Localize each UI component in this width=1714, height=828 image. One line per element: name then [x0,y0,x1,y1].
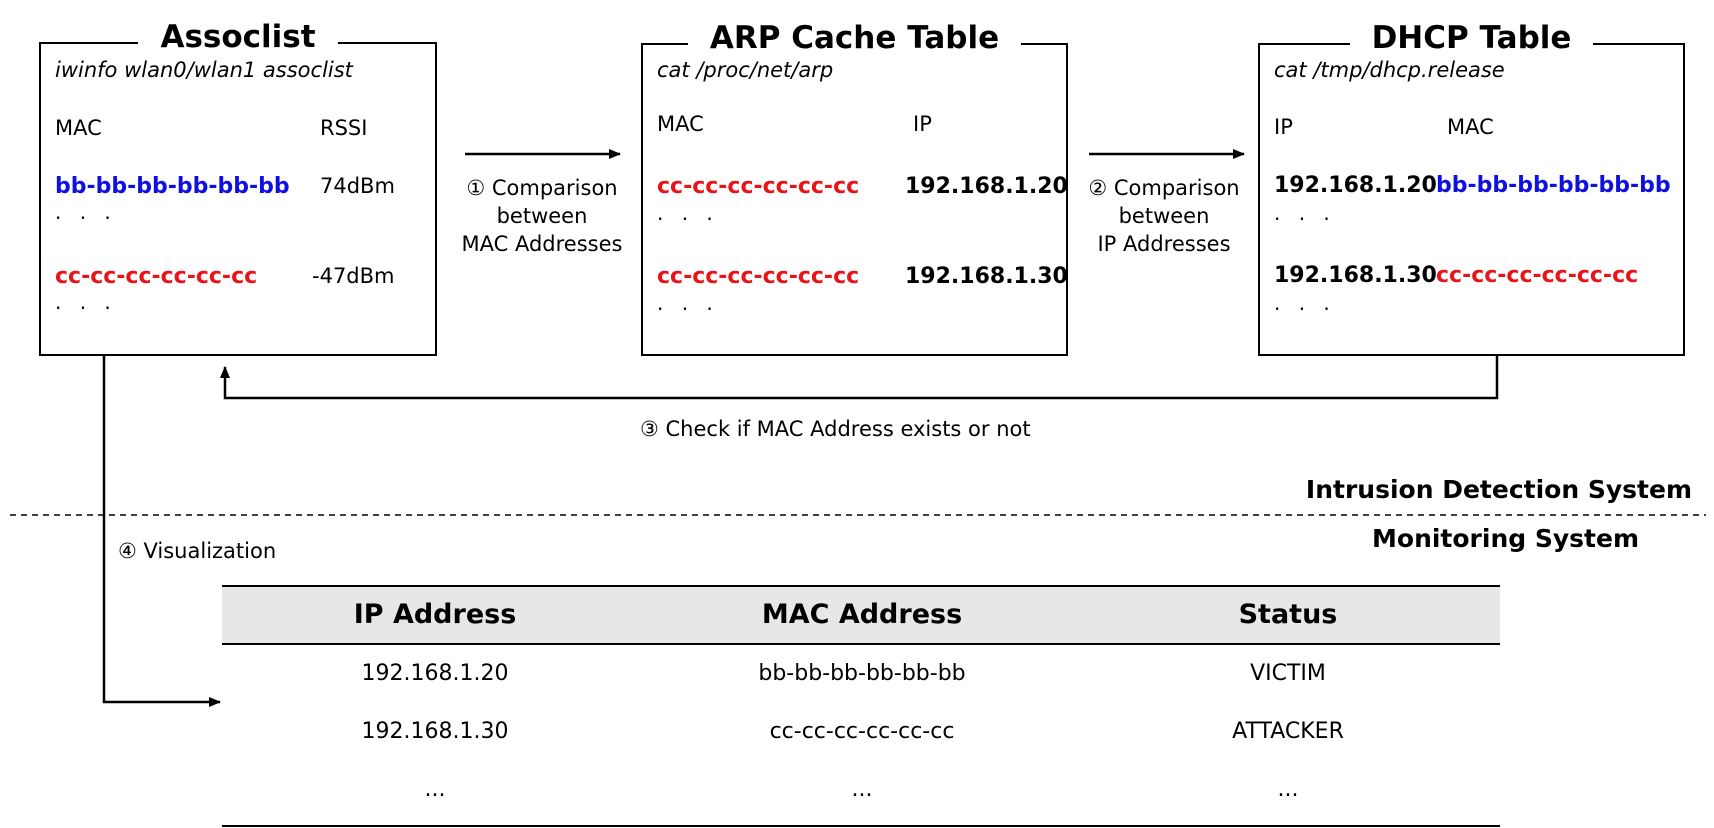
row2-ip: 192.168.1.30 [361,719,509,744]
table-row: 192.168.1.20 bb-bb-bb-bb-bb-bb VICTIM [222,645,1500,703]
dhcp-col-mac: MAC [1447,115,1494,139]
step2-line3: IP Addresses [1097,232,1231,256]
step1-line3: MAC Addresses [461,232,623,256]
monitoring-table: IP Address MAC Address Status 192.168.1.… [222,585,1500,827]
dhcp-title-wrap: DHCP Table [1260,20,1683,56]
header-status: Status [1238,599,1338,630]
assoclist-col-mac: MAC [55,116,102,140]
ids-label: Intrusion Detection System [1305,475,1692,504]
step3-label: ③ Check if MAC Address exists or not [640,417,1031,441]
header-mac-address: MAC Address [761,599,963,630]
dhcp-row2-mac: cc-cc-cc-cc-cc-cc [1436,263,1639,288]
header-ip-address: IP Address [353,599,517,630]
table-row: 192.168.1.30 cc-cc-cc-cc-cc-cc ATTACKER [222,703,1500,761]
dhcp-row2-ip: 192.168.1.30 [1274,263,1437,288]
row1-mac: bb-bb-bb-bb-bb-bb [758,661,966,686]
arp-ellipsis-1: · · · [657,207,719,231]
step2-line2: between [1118,204,1210,228]
dhcp-command: cat /tmp/dhcp.release [1274,58,1505,82]
step2-line1: ② Comparison [1088,176,1240,200]
arp-col-ip: IP [913,112,932,136]
arp-title: ARP Cache Table [687,20,1022,56]
arrow-assoclist-to-table [102,355,221,707]
dhcp-row1-ip: 192.168.1.20 [1274,173,1437,198]
arp-ellipsis-2: · · · [657,297,719,321]
assoclist-row2-mac: cc-cc-cc-cc-cc-cc [55,264,258,289]
step1-line2: between [496,204,588,228]
arp-row2-ip: 192.168.1.30 [905,264,1068,289]
assoclist-ellipsis-2: · · · [55,296,117,320]
assoclist-row1-mac: bb-bb-bb-bb-bb-bb [55,174,290,199]
arp-title-wrap: ARP Cache Table [643,20,1066,56]
row3-ip: ... [424,777,446,802]
assoclist-title-wrap: Assoclist [41,19,435,55]
arrow-dhcp-back-to-assoclist [220,355,1499,400]
dhcp-ellipsis-1: · · · [1274,207,1336,231]
assoclist-command: iwinfo wlan0/wlan1 assoclist [55,58,353,82]
step1-line1: ① Comparison [466,176,618,200]
row1-status: VICTIM [1250,661,1326,686]
dhcp-row1-mac: bb-bb-bb-bb-bb-bb [1436,173,1671,198]
row2-status: ATTACKER [1232,719,1344,744]
arp-row1-ip: 192.168.1.20 [905,174,1068,199]
arp-command: cat /proc/net/arp [657,58,834,82]
row1-ip: 192.168.1.20 [361,661,509,686]
dhcp-title: DHCP Table [1349,20,1594,56]
assoclist-ellipsis-1: · · · [55,206,117,230]
table-header: IP Address MAC Address Status [222,585,1500,645]
arp-row1-mac: cc-cc-cc-cc-cc-cc [657,174,860,199]
assoclist-title: Assoclist [138,19,338,55]
row3-status: ... [1277,777,1299,802]
arp-box: ARP Cache Table cat /proc/net/arp MAC IP… [641,20,1068,356]
step1-label: ① Comparison between MAC Addresses [452,174,632,258]
dhcp-box: DHCP Table cat /tmp/dhcp.release IP MAC … [1258,20,1685,356]
assoclist-box: Assoclist iwinfo wlan0/wlan1 assoclist M… [39,19,437,356]
step4-label: ④ Visualization [118,539,277,563]
row3-mac: ... [851,777,873,802]
assoclist-row2-rssi: -47dBm [312,264,395,288]
dhcp-ellipsis-2: · · · [1274,297,1336,321]
arp-col-mac: MAC [657,112,704,136]
step2-label: ② Comparison between IP Addresses [1076,174,1252,258]
table-row: ... ... ... [222,761,1500,825]
dhcp-col-ip: IP [1274,115,1293,139]
assoclist-row1-rssi: 74dBm [320,174,395,198]
monitoring-label: Monitoring System [1372,524,1639,553]
row2-mac: cc-cc-cc-cc-cc-cc [769,719,955,744]
assoclist-col-rssi: RSSI [320,116,368,140]
arp-row2-mac: cc-cc-cc-cc-cc-cc [657,264,860,289]
